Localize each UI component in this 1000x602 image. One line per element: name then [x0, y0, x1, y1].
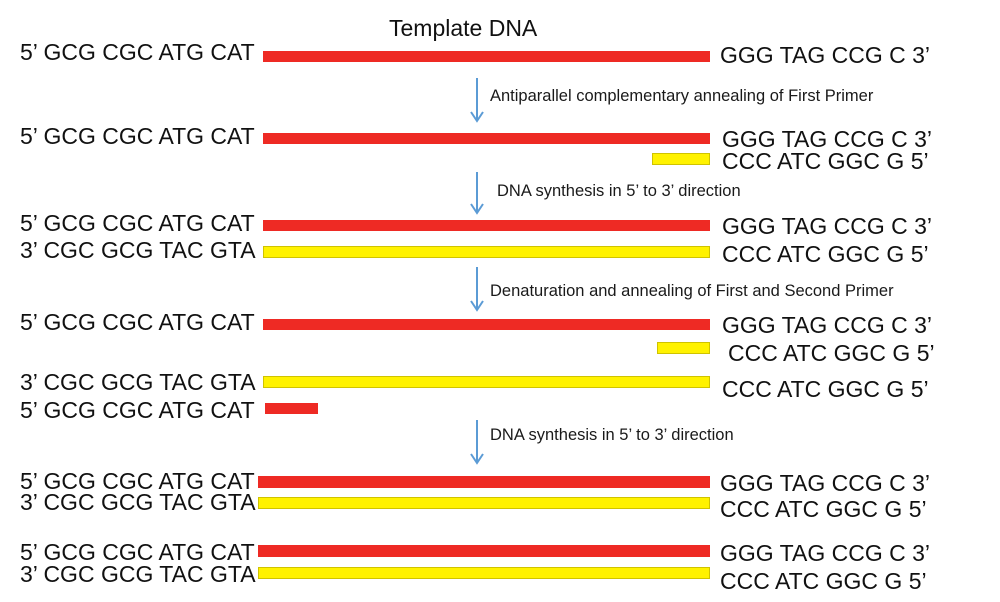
down-arrow-icon — [470, 78, 484, 123]
strand-end-label-3prime: GGG TAG CCG C 3’ — [722, 312, 933, 338]
template-strand-bar — [263, 51, 710, 62]
strand-end-label-3prime: GGG TAG CCG C 3’ — [720, 540, 931, 566]
strand-label-5prime: 5’ GCG CGC ATG CAT — [20, 397, 255, 423]
synthesized-strand-bar — [263, 376, 710, 388]
strand-label-5prime: 5’ GCG CGC ATG CAT — [20, 468, 255, 494]
strand-label-5prime: 5’ GCG CGC ATG CAT — [20, 309, 255, 335]
template-strand-bar — [258, 545, 710, 557]
strand-label-5prime: 5’ GCG CGC ATG CAT — [20, 210, 255, 236]
down-arrow-icon — [470, 420, 484, 465]
template-strand-bar — [263, 133, 710, 144]
strand-end-label-5prime: CCC ATC GGC G 5’ — [720, 568, 927, 594]
strand-end-label-5prime: CCC ATC GGC G 5’ — [720, 496, 927, 522]
strand-label-3prime: 3’ CGC GCG TAC GTA — [20, 369, 256, 395]
synthesized-strand-bar — [258, 567, 710, 579]
strand-end-label-5prime: CCC ATC GGC G 5’ — [722, 241, 929, 267]
template-strand-bar — [263, 220, 710, 231]
strand-end-label-3prime: GGG TAG CCG C 3’ — [720, 470, 931, 496]
step-label-2: DNA synthesis in 5’ to 3’ direction — [497, 182, 741, 200]
first-primer-bar — [652, 153, 710, 165]
synthesized-strand-bar — [263, 246, 710, 258]
strand-end-label-5prime: CCC ATC GGC G 5’ — [722, 148, 929, 174]
strand-end-label-3prime: GGG TAG CCG C 3’ — [722, 126, 933, 152]
strand-end-label-3prime: GGG TAG CCG C 3’ — [722, 213, 933, 239]
template-strand-bar — [258, 476, 710, 488]
strand-label-5prime: 5’ GCG CGC ATG CAT — [20, 539, 255, 565]
template-strand-bar — [263, 319, 710, 330]
strand-label-5prime: 5’ GCG CGC ATG CAT — [20, 123, 255, 149]
diagram-title: Template DNA — [389, 15, 538, 41]
strand-label-3prime: 3’ CGC GCG TAC GTA — [20, 561, 256, 587]
step-label-4: DNA synthesis in 5’ to 3’ direction — [490, 426, 734, 444]
strand-end-label-5prime: CCC ATC GGC G 5’ — [728, 340, 935, 366]
first-primer-bar — [657, 342, 710, 354]
down-arrow-icon — [470, 267, 484, 312]
strand-label-5prime: 5’ GCG CGC ATG CAT — [20, 39, 255, 65]
strand-end-label-5prime: CCC ATC GGC G 5’ — [722, 376, 929, 402]
synthesized-strand-bar — [258, 497, 710, 509]
step-label-1: Antiparallel complementary annealing of … — [490, 87, 874, 105]
second-primer-bar — [265, 403, 318, 414]
down-arrow-icon — [470, 172, 484, 215]
strand-end-label-3prime: GGG TAG CCG C 3’ — [720, 42, 931, 68]
strand-label-3prime: 3’ CGC GCG TAC GTA — [20, 237, 256, 263]
step-label-3: Denaturation and annealing of First and … — [490, 282, 894, 300]
strand-label-3prime: 3’ CGC GCG TAC GTA — [20, 489, 256, 515]
